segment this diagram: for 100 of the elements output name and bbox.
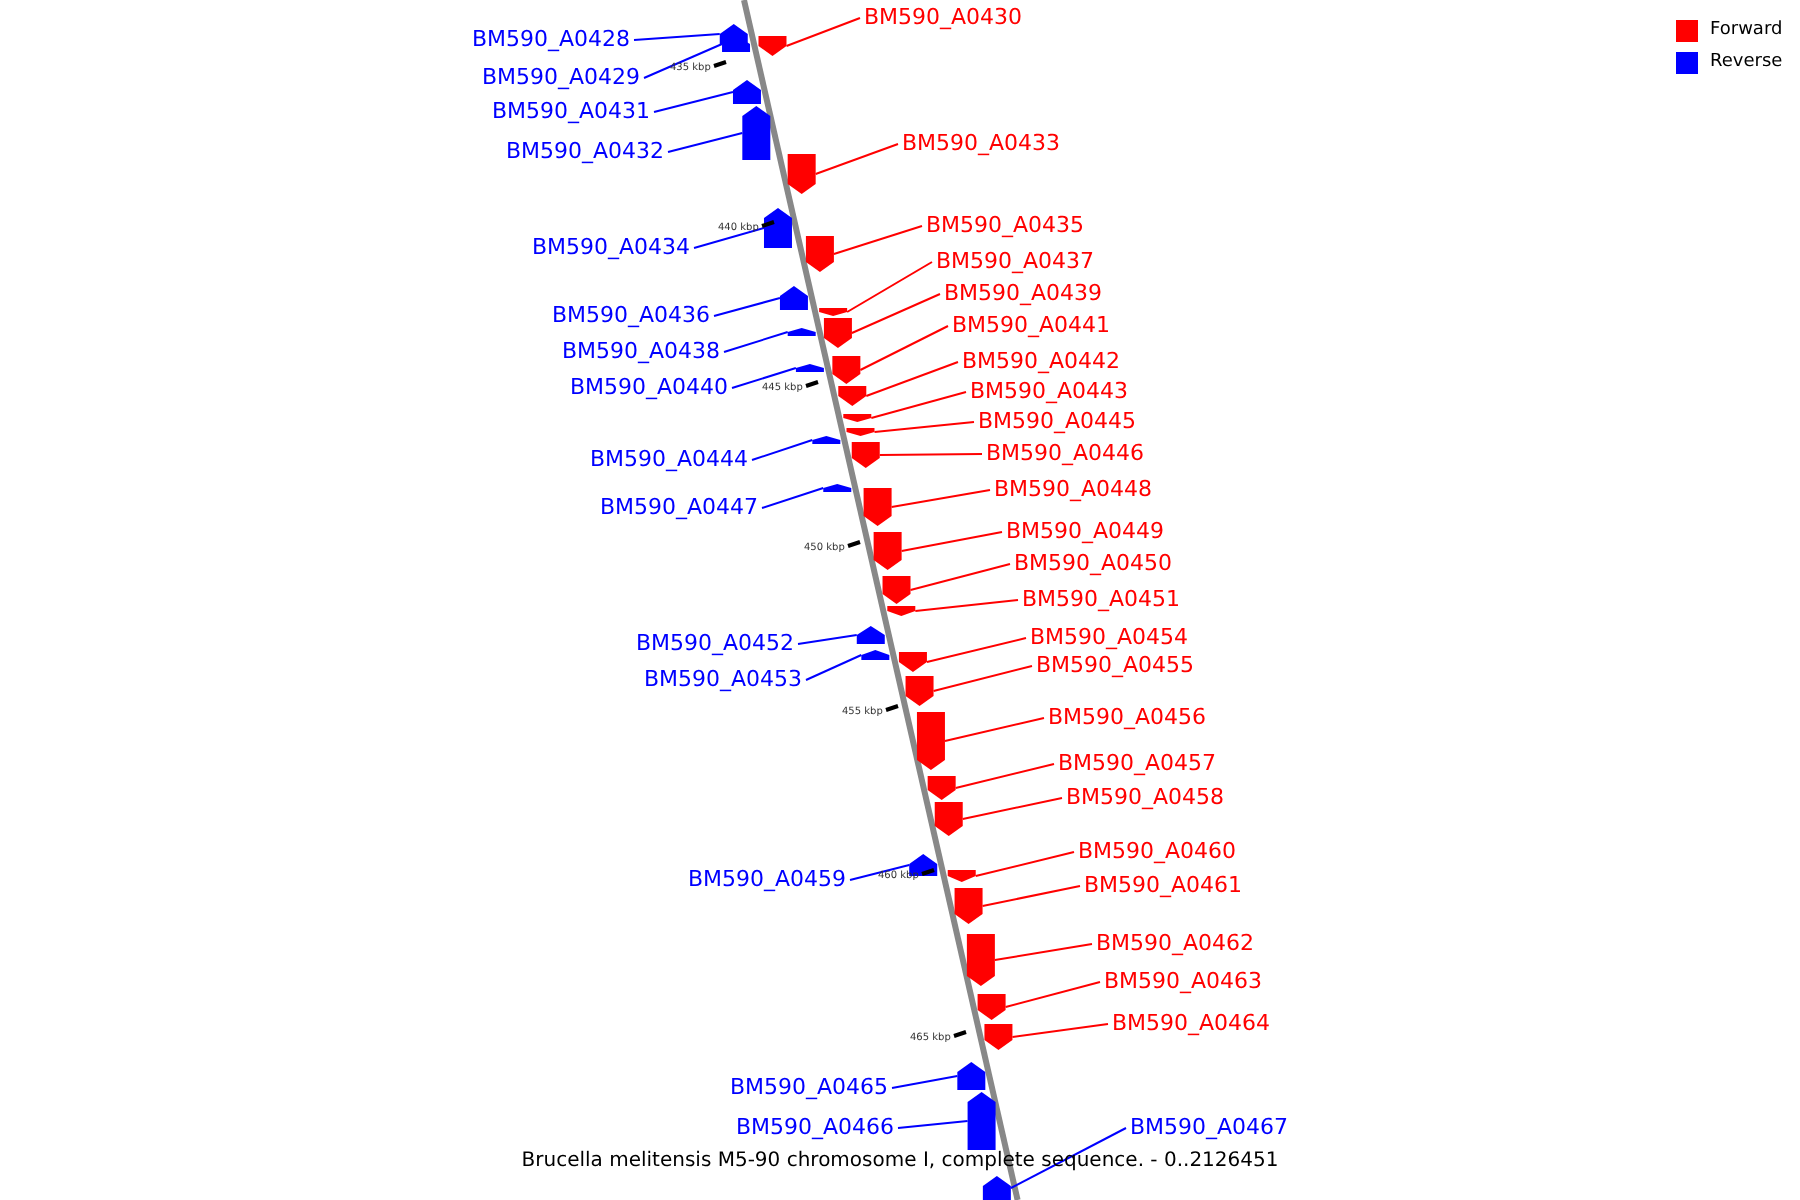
forward-gene-feature [916, 712, 945, 770]
leader-line [643, 43, 724, 79]
gene-label: BM590_A0435 [926, 212, 1085, 238]
gene-label: BM590_A0462 [1096, 930, 1255, 956]
leader-line [993, 943, 1093, 961]
leader-line [981, 885, 1081, 907]
reverse-gene-feature [823, 484, 852, 492]
leader-line [873, 421, 975, 433]
gene-label: BM590_A0454 [1030, 624, 1189, 650]
gene-label: BM590_A0461 [1084, 872, 1243, 898]
reverse-gene-feature [957, 1062, 986, 1090]
leader-line [878, 453, 983, 456]
gene-label: BM590_A0453 [643, 666, 802, 692]
leader-line [723, 331, 789, 353]
leader-line [751, 439, 814, 461]
leader-line [900, 531, 1003, 552]
leader-line [891, 1075, 959, 1089]
forward-gene-feature [843, 414, 872, 422]
leader-line [797, 634, 858, 645]
gene-label: BM590_A0450 [1014, 550, 1173, 576]
forward-gene-feature [787, 154, 816, 194]
leader-line [943, 717, 1045, 742]
legend-label: Forward [1710, 20, 1783, 42]
gene-label: BM590_A0438 [561, 338, 720, 364]
gene-label: BM590_A0465 [729, 1074, 888, 1100]
leader-line [667, 132, 744, 153]
reverse-gene-feature [733, 80, 761, 104]
leader-line [713, 297, 781, 317]
leader-line [954, 763, 1055, 789]
forward-gene-feature [977, 994, 1006, 1020]
gene-label: BM590_A0434 [531, 234, 690, 260]
gene-label: BM590_A0457 [1058, 750, 1217, 776]
leader-line [761, 487, 825, 509]
reverse-gene-feature [982, 1176, 1011, 1200]
leader-line [805, 654, 863, 681]
forward-gene-feature [905, 676, 934, 706]
reverse-gene-feature [795, 364, 824, 372]
gene-label: BM590_A0455 [1036, 652, 1195, 678]
leader-line [1011, 1023, 1109, 1038]
gene-label: BM590_A0456 [1048, 704, 1207, 730]
gene-label: BM590_A0445 [978, 408, 1137, 434]
forward-gene-feature [954, 888, 983, 924]
forward-gene-feature [984, 1024, 1013, 1050]
forward-gene-feature [927, 776, 956, 800]
forward-gene-feature [851, 442, 880, 468]
forward-gene-feature [898, 652, 927, 672]
gene-label: BM590_A0433 [902, 130, 1061, 156]
reverse-gene-feature [764, 208, 792, 248]
gene-label: BM590_A0452 [635, 630, 794, 656]
leader-line [653, 91, 734, 113]
leader-line [859, 325, 949, 371]
gene-label: BM590_A0459 [687, 866, 846, 892]
leader-line [890, 489, 991, 508]
leader-line [633, 33, 721, 41]
gene-label: BM590_A0441 [952, 312, 1111, 338]
gene-label: BM590_A0428 [471, 26, 630, 52]
leader-line [731, 367, 797, 389]
forward-gene-feature [873, 532, 902, 570]
gene-label: BM590_A0431 [491, 98, 650, 124]
gene-label: BM590_A0446 [986, 440, 1145, 466]
gene-label: BM590_A0439 [944, 280, 1103, 306]
forward-gene-feature [758, 36, 787, 56]
reverse-gene-feature [812, 436, 841, 444]
forward-gene-feature [947, 870, 976, 882]
leader-line [1004, 981, 1101, 1008]
gene-label: BM590_A0464 [1112, 1010, 1271, 1036]
leader-line [870, 391, 967, 419]
reverse-gene-feature [722, 36, 751, 52]
gene-label: BM590_A0443 [970, 378, 1129, 404]
leader-line [897, 1120, 969, 1129]
leader-line [814, 143, 899, 175]
gene-label: BM590_A0447 [599, 494, 758, 520]
gene-label: BM590_A0432 [505, 138, 664, 164]
forward-gene-feature [832, 356, 861, 384]
leader-line [974, 851, 1075, 877]
gene-label: BM590_A0466 [735, 1114, 894, 1140]
leader-line [865, 361, 959, 397]
gene-label: BM590_A0449 [1006, 518, 1165, 544]
gene-label: BM590_A0436 [551, 302, 710, 328]
leader-line [961, 797, 1063, 820]
leader-line [849, 864, 911, 881]
gene-label: BM590_A0429 [481, 64, 640, 90]
leader-line [785, 17, 861, 47]
leader-line [909, 563, 1011, 591]
gene-label: BM590_A0463 [1104, 968, 1263, 994]
leader-line [914, 599, 1019, 612]
forward-gene-feature [934, 802, 963, 836]
forward-gene-feature [846, 428, 875, 436]
gene-label: BM590_A0460 [1078, 838, 1237, 864]
reverse-gene-feature [787, 328, 816, 336]
leader-line [925, 637, 1027, 663]
gene-label: BM590_A0451 [1022, 586, 1181, 612]
leader-line [846, 261, 933, 313]
leader-line [693, 227, 765, 249]
gene-label: BM590_A0444 [589, 446, 748, 472]
forward-gene-feature [838, 386, 867, 406]
reverse-gene-feature [856, 626, 885, 644]
forward-gene-feature [863, 488, 892, 526]
reverse-gene-feature [861, 650, 890, 660]
leader-line [932, 665, 1033, 692]
